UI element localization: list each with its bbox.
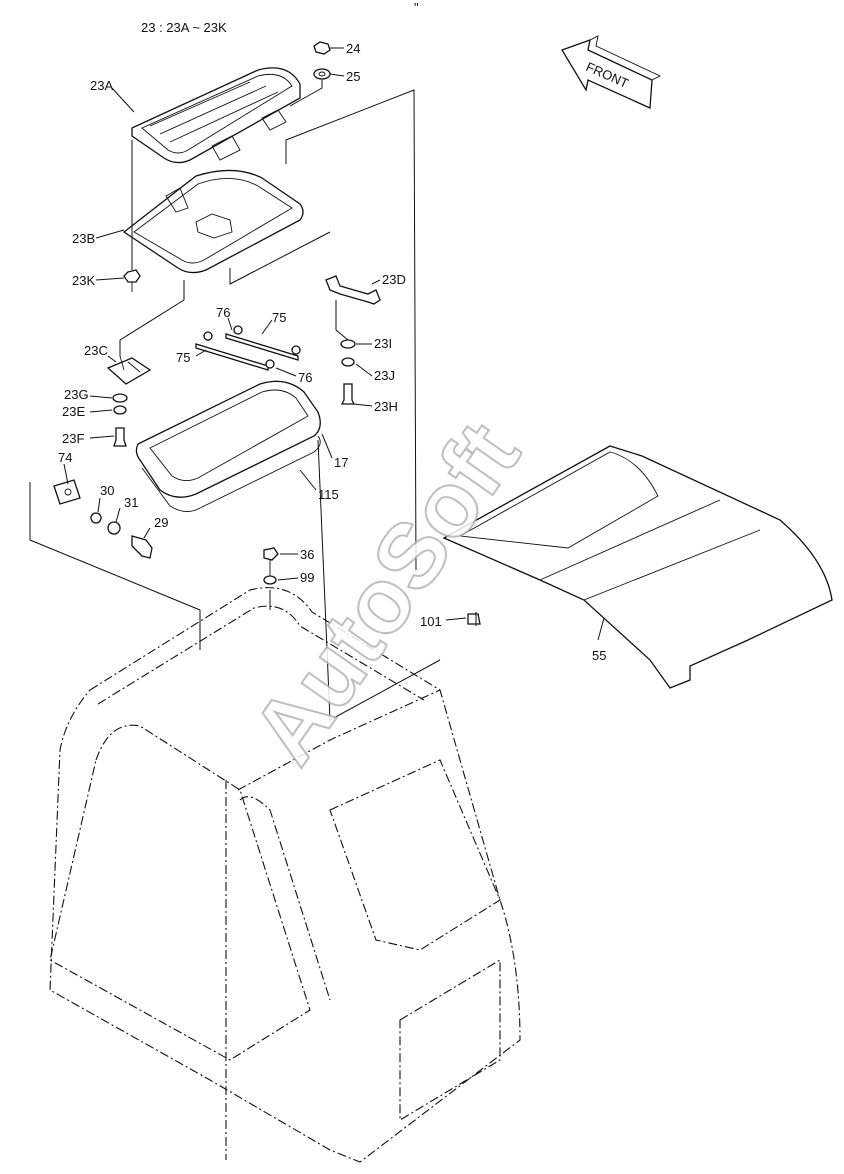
bolt-101-icon: [467, 613, 481, 625]
washer-23J-icon: [341, 357, 355, 367]
callout-23F: 23F: [62, 431, 84, 446]
washer-23I-icon: [340, 339, 356, 349]
nut-24-icon: [313, 41, 331, 55]
callout-24: 24: [346, 41, 360, 56]
callout-101: 101: [420, 614, 442, 629]
washer-30-icon: [90, 512, 102, 524]
callout-76-top: 76: [216, 305, 230, 320]
handle-23D-icon: [325, 275, 381, 305]
washer-23E-icon: [113, 405, 127, 415]
hatch-cover-23A: [131, 67, 301, 164]
watermark-text: AutoSoft: [233, 405, 539, 782]
callout-23E: 23E: [62, 404, 85, 419]
callout-25: 25: [346, 69, 360, 84]
callout-23I: 23I: [374, 336, 392, 351]
callout-23D: 23D: [382, 272, 406, 287]
bolt-23F-icon: [113, 427, 127, 447]
callout-23C: 23C: [84, 343, 108, 358]
callout-23B: 23B: [72, 231, 95, 246]
top-mark: ": [414, 0, 419, 15]
callout-31: 31: [124, 495, 138, 510]
callout-23H: 23H: [374, 399, 398, 414]
callout-75-left: 75: [176, 350, 190, 365]
callout-36: 36: [300, 547, 314, 562]
rod-75-lower-icon: [195, 331, 275, 371]
callout-23A: 23A: [90, 78, 113, 93]
front-arrow-icon: FRONT: [561, 35, 662, 109]
seal-115: [141, 435, 321, 512]
callout-23K: 23K: [72, 273, 95, 288]
cab-body: [49, 587, 521, 1163]
callout-115: 115: [318, 487, 339, 502]
bolt-29-icon: [131, 535, 153, 559]
bracket-23C-icon: [106, 355, 152, 385]
callout-76-right: 76: [298, 370, 312, 385]
assembly-note: 23 : 23A ~ 23K: [141, 20, 227, 35]
callout-99: 99: [300, 570, 314, 585]
washer-99-icon: [263, 575, 277, 585]
bolt-36-icon: [263, 547, 279, 576]
bolt-23H-icon: [340, 383, 356, 405]
callout-17: 17: [334, 455, 348, 470]
hatch-frame-17: [135, 380, 321, 498]
callout-29: 29: [154, 515, 168, 530]
callout-30: 30: [100, 483, 114, 498]
bolt-23K-icon: [123, 269, 141, 292]
callout-75-top: 75: [272, 310, 286, 325]
callout-74: 74: [58, 450, 72, 465]
washer-23G-icon: [112, 393, 128, 403]
washer-25-icon: [313, 68, 331, 80]
callout-23J: 23J: [374, 368, 395, 383]
callout-55: 55: [592, 648, 606, 663]
hatch-frame-23B: [122, 169, 304, 274]
roof-cover-55: [442, 445, 833, 689]
callout-23G: 23G: [64, 387, 89, 402]
latch-74-icon: [53, 479, 81, 505]
washer-31-icon: [107, 521, 121, 535]
rod-75-upper-icon: [225, 325, 301, 361]
